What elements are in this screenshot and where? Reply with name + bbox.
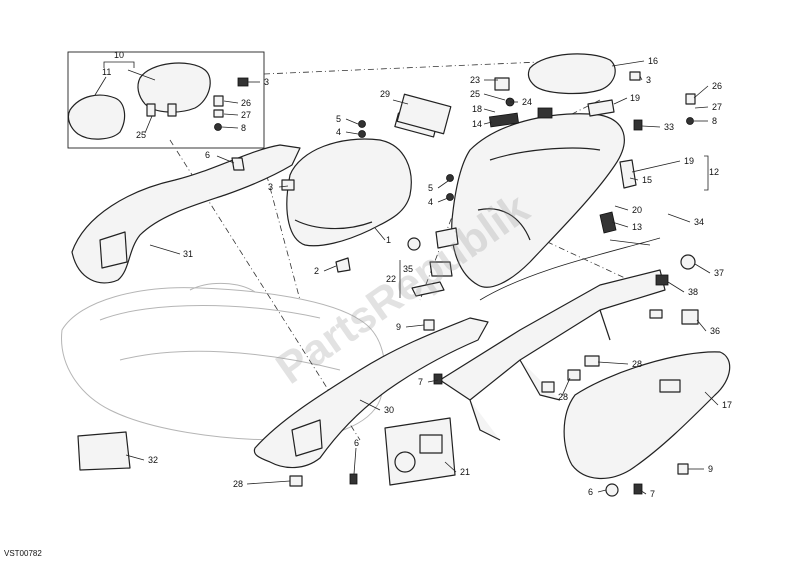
- electronics-box: [384, 417, 456, 486]
- leader-lines: [94, 60, 719, 495]
- callout-label: 14: [472, 119, 482, 129]
- callout-label: 31: [183, 249, 193, 259]
- left-side-fairing: [71, 144, 301, 284]
- fuel-tank-ghost-outline: [61, 282, 386, 441]
- callout-label: 3: [264, 77, 269, 87]
- callout-label: 21: [460, 467, 470, 477]
- callout-label: 13: [632, 222, 642, 232]
- callout-label: 34: [694, 217, 704, 227]
- callout-label: 25: [470, 89, 480, 99]
- callout-label: 7: [418, 377, 423, 387]
- callout-label: 28: [233, 479, 243, 489]
- callout-label: 6: [588, 487, 593, 497]
- callout-labels: 10 11 3 26 27 8 25 16 3 23 25 24 18 14 2…: [102, 50, 732, 499]
- callout-label: 25: [136, 130, 146, 140]
- callout-label: 10: [114, 50, 124, 60]
- right-side-fairing: [253, 317, 489, 469]
- callout-label: 4: [336, 127, 341, 137]
- callout-label: 5: [336, 114, 341, 124]
- callout-label: 26: [712, 81, 722, 91]
- inset-seat-detail: [67, 51, 265, 149]
- callout-label: 38: [688, 287, 698, 297]
- callout-label: 7: [650, 489, 655, 499]
- callout-label: 11: [102, 67, 111, 77]
- callout-label: 28: [558, 392, 568, 402]
- callout-label: 8: [712, 116, 717, 126]
- callout-label: 2: [314, 266, 319, 276]
- callout-label: 30: [384, 405, 394, 415]
- callout-label: 26: [241, 98, 251, 108]
- callout-label: 5: [428, 183, 433, 193]
- tail-section: [451, 53, 637, 288]
- callout-label: 15: [642, 175, 652, 185]
- diagram-reference-code: VST00782: [4, 549, 42, 558]
- callout-label: 37: [714, 268, 724, 278]
- callout-label: 3: [268, 182, 273, 192]
- callout-label: 24: [522, 97, 532, 107]
- callout-label: 19: [684, 156, 694, 166]
- callout-label: 18: [472, 104, 482, 114]
- callout-label: 36: [710, 326, 720, 336]
- callout-label: 27: [241, 110, 251, 120]
- callout-label: 22: [386, 274, 396, 284]
- under-tray: [563, 351, 731, 480]
- callout-label: 4: [428, 197, 433, 207]
- callout-label: 19: [630, 93, 640, 103]
- callout-label: 12: [709, 167, 719, 177]
- callout-label: 32: [148, 455, 158, 465]
- callout-label: 29: [380, 89, 390, 99]
- callout-label: 6: [205, 150, 210, 160]
- callout-label: 3: [646, 75, 651, 85]
- callout-label: 9: [708, 464, 713, 474]
- callout-label: 16: [648, 56, 658, 66]
- small-parts: [77, 71, 699, 497]
- callout-label: 28: [632, 359, 642, 369]
- callout-label: 9: [396, 322, 401, 332]
- callout-label: 20: [632, 205, 642, 215]
- callout-label: 27: [712, 102, 722, 112]
- callout-label: 1: [386, 235, 391, 245]
- callout-label: 23: [470, 75, 480, 85]
- callout-label: 6: [354, 438, 359, 448]
- callout-label: 35: [403, 264, 413, 274]
- callout-label: 8: [241, 123, 246, 133]
- callout-label: 17: [722, 400, 732, 410]
- callout-label: 33: [664, 122, 674, 132]
